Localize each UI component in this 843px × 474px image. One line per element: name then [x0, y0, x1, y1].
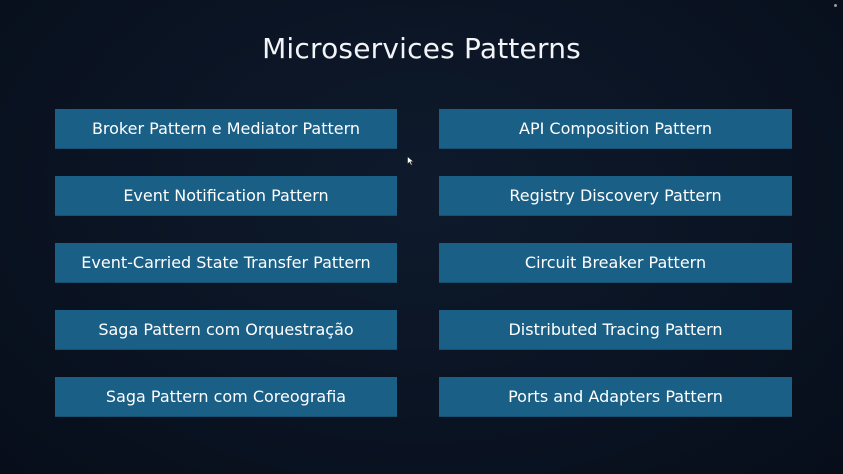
pattern-card-ports-adapters: Ports and Adapters Pattern [439, 377, 792, 417]
pattern-card-saga-coreografia: Saga Pattern com Coreografia [55, 377, 397, 417]
pattern-card-circuit-breaker: Circuit Breaker Pattern [439, 243, 792, 283]
slide-title: Microservices Patterns [262, 32, 581, 65]
pattern-card-event-carried-state-transfer: Event-Carried State Transfer Pattern [55, 243, 397, 283]
patterns-grid: Broker Pattern e Mediator Pattern API Co… [55, 109, 792, 417]
pattern-card-event-notification: Event Notification Pattern [55, 176, 397, 216]
pattern-card-registry-discovery: Registry Discovery Pattern [439, 176, 792, 216]
corner-indicator [834, 4, 837, 7]
mouse-pointer-icon [407, 156, 415, 166]
pattern-card-saga-orquestracao: Saga Pattern com Orquestração [55, 310, 397, 350]
pattern-card-distributed-tracing: Distributed Tracing Pattern [439, 310, 792, 350]
pattern-card-broker-mediator: Broker Pattern e Mediator Pattern [55, 109, 397, 149]
pattern-card-api-composition: API Composition Pattern [439, 109, 792, 149]
